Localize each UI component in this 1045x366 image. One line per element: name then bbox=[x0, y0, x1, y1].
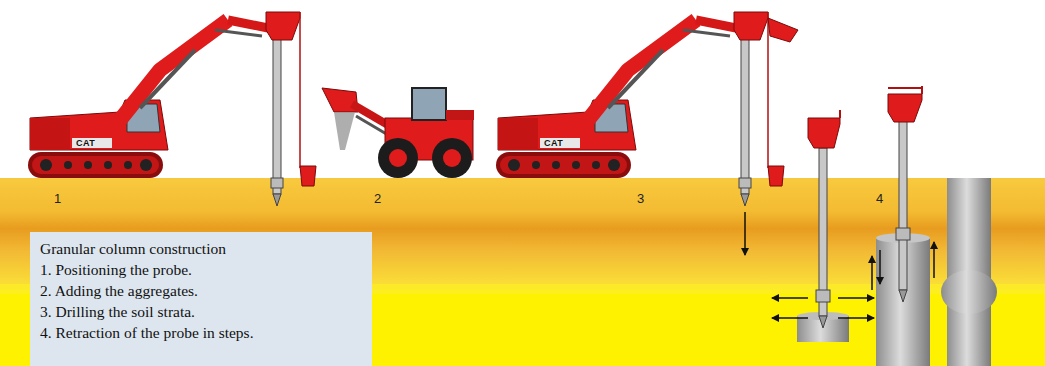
step-text: 2. Adding the aggregates. bbox=[40, 280, 362, 301]
step-number: 2 bbox=[374, 191, 381, 206]
step-number: 4 bbox=[876, 191, 883, 206]
brand-logo: CAT bbox=[76, 138, 95, 148]
box-heading: Granular column construction bbox=[40, 238, 362, 259]
legend-box: Granular column construction1. Positioni… bbox=[30, 232, 372, 366]
step-text: 4. Retraction of the probe in steps. bbox=[40, 322, 362, 343]
step-text: 3. Drilling the soil strata. bbox=[40, 301, 362, 322]
brand-logo: CAT bbox=[544, 138, 563, 148]
step-number: 1 bbox=[54, 191, 61, 206]
step-number: 3 bbox=[637, 191, 644, 206]
step-text: 1. Positioning the probe. bbox=[40, 259, 362, 280]
